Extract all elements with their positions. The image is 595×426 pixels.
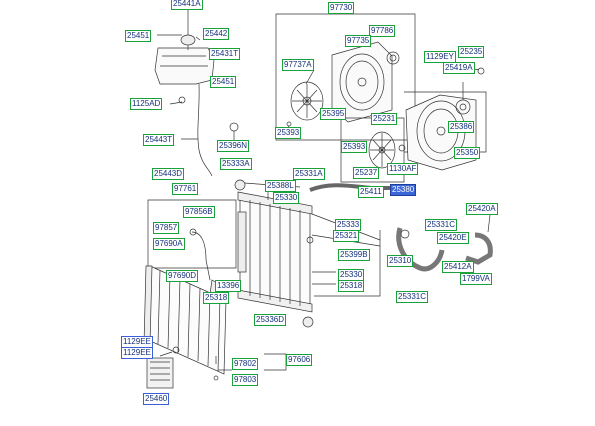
part-label-97690D[interactable]: 97690D: [166, 270, 199, 282]
part-label-25235[interactable]: 25235: [458, 46, 485, 58]
part-label-97737A[interactable]: 97737A: [282, 59, 314, 71]
radiator: [237, 191, 314, 328]
part-label-97857[interactable]: 97857: [153, 222, 180, 234]
part-label-25420A[interactable]: 25420A: [466, 203, 498, 215]
part-label-97690A[interactable]: 97690A: [153, 238, 185, 250]
part-label-25395[interactable]: 25395: [320, 108, 347, 120]
part-label-25443T[interactable]: 25443T: [143, 134, 175, 146]
part-label-97730[interactable]: 97730: [328, 2, 355, 14]
part-label-97786[interactable]: 97786: [369, 25, 396, 37]
part-label-25350[interactable]: 25350: [454, 147, 481, 159]
part-label-25399B[interactable]: 25399B: [338, 249, 370, 261]
part-label-25411[interactable]: 25411: [358, 186, 384, 198]
part-label-97761[interactable]: 97761: [172, 183, 199, 195]
part-label-25386[interactable]: 25386: [448, 121, 475, 133]
part-label-97606[interactable]: 97606: [286, 354, 313, 366]
part-label-25431T[interactable]: 25431T: [209, 48, 241, 60]
receiver-drier: [146, 357, 174, 389]
part-label-25412A[interactable]: 25412A: [442, 261, 474, 273]
part-label-25380-highlighted[interactable]: 25380: [390, 184, 417, 196]
part-label-25318-b[interactable]: 25318: [338, 280, 365, 292]
part-label-25388L[interactable]: 25388L: [265, 180, 296, 192]
part-label-25420E[interactable]: 25420E: [437, 232, 469, 244]
part-label-25451-b[interactable]: 25451: [210, 76, 237, 88]
part-label-25441A[interactable]: 25441A: [171, 0, 203, 10]
part-label-1130AF[interactable]: 1130AF: [387, 163, 419, 175]
part-label-1129EE-b[interactable]: 1129EE: [121, 347, 153, 359]
lower-radiator-hose: [396, 227, 445, 272]
part-label-25231[interactable]: 25231: [371, 113, 398, 125]
part-label-25331A[interactable]: 25331A: [293, 168, 325, 180]
part-label-97735[interactable]: 97735: [345, 35, 372, 47]
part-label-25451[interactable]: 25451: [125, 30, 152, 42]
part-label-1125AD[interactable]: 1125AD: [130, 98, 163, 110]
part-label-25460[interactable]: 25460: [143, 393, 170, 405]
part-label-97803[interactable]: 97803: [232, 374, 259, 386]
part-label-25331C[interactable]: 25331C: [425, 219, 458, 231]
part-label-25393-b[interactable]: 25393: [341, 141, 368, 153]
part-label-97802[interactable]: 97802: [232, 358, 259, 370]
part-label-25336D[interactable]: 25336D: [254, 314, 287, 326]
part-label-97856B[interactable]: 97856B: [183, 206, 215, 218]
part-label-25318[interactable]: 25318: [203, 292, 230, 304]
part-label-1129EY[interactable]: 1129EY: [424, 51, 456, 63]
part-label-25393[interactable]: 25393: [275, 127, 302, 139]
part-label-25419A[interactable]: 25419A: [443, 62, 475, 74]
part-label-25396N[interactable]: 25396N: [217, 140, 250, 152]
part-label-1799VA[interactable]: 1799VA: [460, 273, 492, 285]
left-fan-blade: [290, 69, 330, 121]
condenser-outline: [147, 199, 237, 269]
part-label-25330[interactable]: 25330: [273, 192, 300, 204]
part-label-25442[interactable]: 25442: [203, 28, 230, 40]
part-label-13396[interactable]: 13396: [215, 280, 242, 292]
part-label-25331C-b[interactable]: 25331C: [396, 291, 429, 303]
part-label-25321[interactable]: 25321: [333, 230, 360, 242]
part-label-25237[interactable]: 25237: [353, 167, 380, 179]
right-fan-blade: [368, 131, 406, 169]
part-label-25310[interactable]: 25310: [387, 255, 414, 267]
part-label-25333A[interactable]: 25333A: [220, 158, 252, 170]
part-label-25443D[interactable]: 25443D: [152, 168, 185, 180]
